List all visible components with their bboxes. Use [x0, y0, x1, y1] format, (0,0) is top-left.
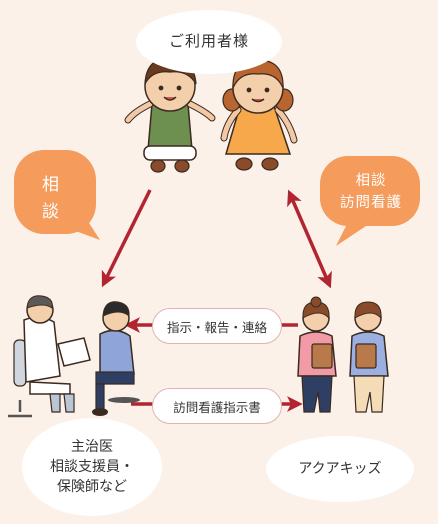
- nursing-order-text: 訪問看護指示書: [173, 399, 261, 415]
- users-label-text: ご利用者様: [168, 32, 249, 51]
- arrow-users-to-doctor: [101, 189, 152, 288]
- users-label: ご利用者様: [136, 10, 282, 74]
- consult-bubble-right: [320, 156, 420, 246]
- provider-label: アクアキッズ: [266, 436, 414, 502]
- doctor-group-label: 主治医 相談支援員・ 保険師など: [22, 418, 162, 516]
- consultant-illustration: [92, 301, 140, 416]
- bubble-left-line-1: 相: [42, 175, 60, 195]
- instruction-report-text: 指示・報告・連絡: [166, 319, 267, 335]
- consult-bubble-left: [14, 150, 100, 240]
- doctor-illustration: [8, 295, 91, 418]
- instruction-report-pill: 指示・報告・連絡: [152, 308, 282, 344]
- bubble-right-line-1: 相談: [355, 173, 387, 189]
- nurse-1-illustration: [297, 296, 337, 413]
- consult-bubble-left-text: 相 談: [26, 172, 76, 226]
- bubble-right-line-2: 訪問看護: [340, 195, 402, 212]
- doctor-label-line-3: 保険師など: [57, 479, 127, 496]
- bubble-left-line-2: 談: [42, 202, 60, 223]
- consult-bubble-right-text: 相談 訪問看護: [330, 170, 412, 215]
- provider-label-text: アクアキッズ: [298, 460, 382, 477]
- nursing-order-pill: 訪問看護指示書: [152, 388, 282, 424]
- doctor-label-line-2: 相談支援員・: [50, 458, 134, 475]
- arrow-users-aqua-bidirectional: [287, 189, 332, 289]
- girl-illustration: [220, 59, 298, 171]
- doctor-label-line-1: 主治医: [71, 438, 113, 455]
- nurse-2-illustration: [349, 301, 389, 413]
- boy-illustration: [124, 57, 216, 173]
